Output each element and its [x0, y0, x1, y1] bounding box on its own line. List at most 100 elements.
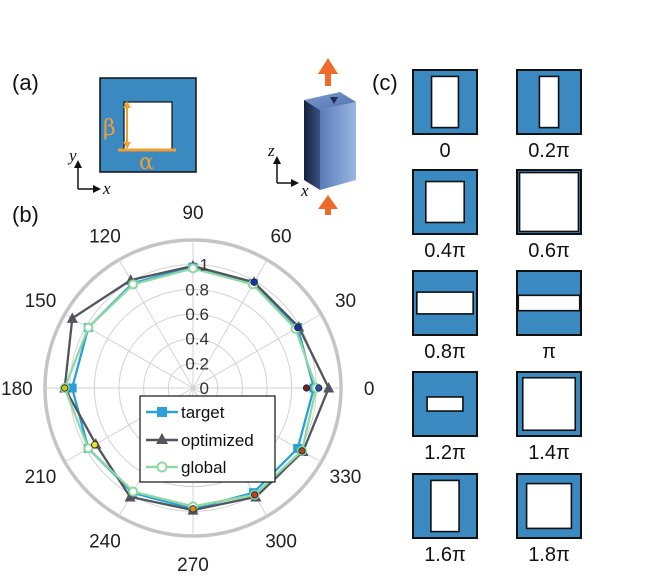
phase-cell-7: 1.4π: [516, 371, 582, 464]
pillar-front-face: [304, 100, 320, 190]
pillar-top-face: [304, 92, 356, 110]
angle-tick-label-210: 210: [25, 467, 57, 488]
pillar-3d-view: [304, 58, 356, 215]
input-arrow-head: [318, 195, 338, 209]
pillar-side-face: [320, 102, 356, 190]
overlay-marker-4: [61, 384, 69, 392]
phase-cell-8: 1.6π: [412, 473, 478, 566]
panel-label-b: (b): [12, 202, 39, 227]
phase-cell-2: 0.4π: [412, 169, 478, 262]
beta-arrow-head-bottom: [123, 142, 131, 149]
angle-tick-label-0: 0: [364, 379, 375, 400]
phase-cell-aperture: [416, 291, 474, 315]
angle-tick-label-300: 300: [265, 532, 297, 553]
polar-labels: 0 30 60 90 120 150 180 210 240 270 300 330 0 0.2 0.4 0.…: [1, 203, 374, 576]
series-point-global-240: [128, 486, 139, 497]
phase-cell-5: π: [516, 270, 582, 363]
legend-label-optimized: optimized: [181, 431, 254, 450]
angle-tick-label-30: 30: [335, 291, 356, 312]
chart-legend: target optimized global: [139, 395, 276, 483]
series-point-target-180: [67, 383, 77, 393]
output-arrow-head: [318, 58, 338, 74]
phase-label: 0: [439, 140, 450, 162]
legend-marker-circle: [156, 461, 168, 473]
unit-cell-top-view: β α: [99, 77, 197, 175]
phase-cell-aperture: [430, 479, 460, 533]
overlay-marker-5: [91, 441, 99, 449]
angle-tick-label-60: 60: [270, 226, 291, 247]
radial-tick-label-5: 1: [200, 256, 209, 275]
z-axis-letter: z: [267, 141, 275, 160]
phase-label: 0.2π: [528, 140, 570, 162]
phase-cell-aperture: [538, 75, 560, 129]
phase-cell-substrate: [412, 169, 478, 235]
series-point-global-120: [128, 279, 139, 290]
y-axis-letter: y: [67, 146, 77, 165]
phase-library: 0 0.2π 0.4π 0.6π 0.8π π 1.2π 1.4π 1.6π 1.8π: [412, 69, 582, 566]
polar-series: [59, 259, 335, 515]
panel-label-a: (a): [12, 70, 39, 95]
phase-cell-aperture: [424, 180, 465, 224]
radial-tick-label-2: 0.4: [185, 330, 209, 349]
overlay-marker-0: [302, 384, 311, 392]
angle-tick-label-240: 240: [89, 532, 121, 553]
phase-cell-3: 0.6π: [516, 169, 582, 262]
pillar-top-marker: [330, 97, 338, 104]
phase-cell-aperture: [525, 482, 573, 530]
overlay-marker-1: [315, 384, 323, 392]
phase-cell-6: 1.2π: [412, 371, 478, 464]
phase-cell-aperture: [430, 75, 460, 129]
angle-tick-label-270: 270: [177, 555, 209, 576]
x-axis-letter-pillar: x: [300, 181, 309, 200]
angle-tick-label-330: 330: [330, 467, 362, 488]
legend-label-global: global: [181, 458, 226, 477]
phase-cell-aperture: [517, 294, 581, 312]
x-axis-letter: x: [102, 179, 111, 198]
legend-entry-target: target: [146, 403, 225, 422]
overlay-marker-3: [250, 278, 258, 286]
series-point-optimized-240: [124, 490, 136, 502]
legend-marker-square: [157, 407, 167, 417]
beta-label: β: [103, 116, 116, 141]
series-point-global-210: [83, 443, 94, 454]
angle-tick-label-150: 150: [25, 291, 57, 312]
radial-tick-label-0: 0: [200, 379, 209, 398]
phase-cell-aperture: [521, 376, 577, 432]
legend-entry-global: global: [146, 458, 226, 477]
series-point-global-150: [83, 322, 94, 333]
phase-label: 1.8π: [528, 544, 570, 566]
overlay-marker-8: [298, 447, 306, 455]
angle-tick-label-180: 180: [1, 379, 33, 400]
legend-label-target: target: [181, 403, 225, 422]
radial-tick-label-4: 0.8: [185, 280, 209, 299]
angle-tick-label-90: 90: [182, 203, 203, 224]
polar-chart: 0 30 60 90 120 150 180 210 240 270 300 330 0 0.2 0.4 0.…: [1, 203, 374, 576]
angle-tick-label-120: 120: [89, 226, 121, 247]
phase-cell-9: 1.8π: [516, 473, 582, 566]
unit-cell-aperture: [123, 101, 173, 151]
panel-label-c: (c): [372, 70, 398, 95]
series-point-global-90: [188, 263, 198, 274]
series-point-optimized-0: [323, 382, 335, 393]
legend-entry-optimized: optimized: [146, 431, 254, 450]
phase-cell-4: 0.8π: [412, 270, 478, 363]
phase-cell-0: 0: [412, 69, 478, 162]
phase-label: 1.6π: [424, 544, 466, 566]
radial-tick-label-3: 0.6: [185, 305, 209, 324]
legend-marker-triangle: [156, 433, 168, 444]
phase-cell-aperture: [518, 171, 580, 233]
phase-label: 0.8π: [424, 341, 466, 363]
phase-label: 1.2π: [424, 442, 466, 464]
phase-cell-aperture: [426, 396, 464, 412]
beta-arrow-head-top: [123, 101, 131, 108]
xy-axes-glyph: y x: [67, 146, 111, 198]
overlay-marker-6: [189, 505, 197, 513]
phase-label: π: [542, 341, 556, 363]
radial-tick-label-1: 0.2: [185, 354, 209, 373]
alpha-label: α: [139, 150, 154, 175]
phase-label: 0.4π: [424, 240, 466, 262]
series-point-optimized-150: [66, 312, 78, 323]
phase-label: 0.6π: [528, 240, 570, 262]
phase-cell-1: 0.2π: [516, 69, 582, 162]
